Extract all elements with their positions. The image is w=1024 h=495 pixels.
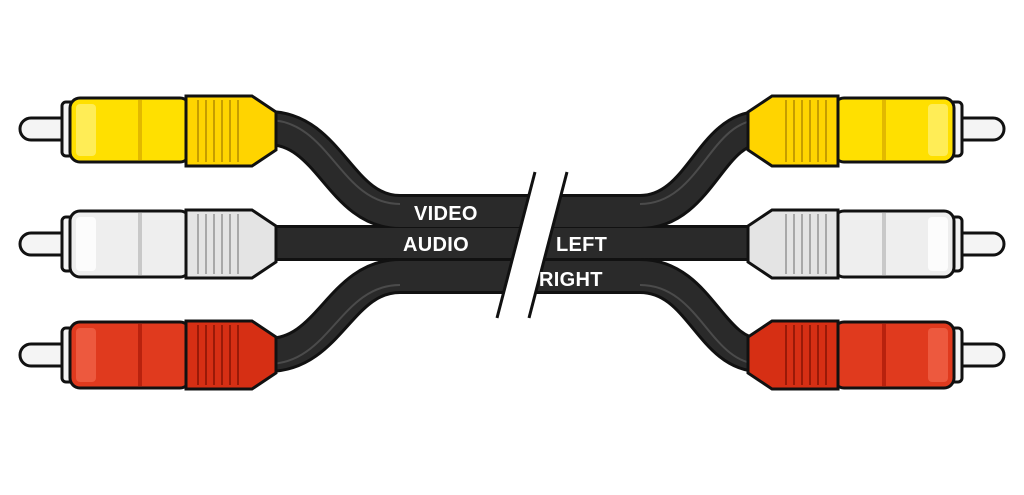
right-label: RIGHT (539, 269, 603, 291)
video-label: VIDEO (414, 203, 478, 225)
audio-left-plug-right (746, 208, 1006, 280)
audio-right-plug-right (746, 319, 1006, 391)
audio-left-plug-left (18, 208, 278, 280)
audio-right-cable (266, 261, 762, 370)
cable-bundle (266, 110, 763, 373)
video-cable (266, 113, 762, 227)
video-plug-right (746, 94, 1006, 168)
cable-break-mark (495, 171, 569, 319)
video-plug-left (18, 94, 278, 168)
audio-right-plug-left (18, 319, 278, 391)
audio-label: AUDIO (403, 234, 469, 256)
left-label: LEFT (556, 234, 607, 256)
